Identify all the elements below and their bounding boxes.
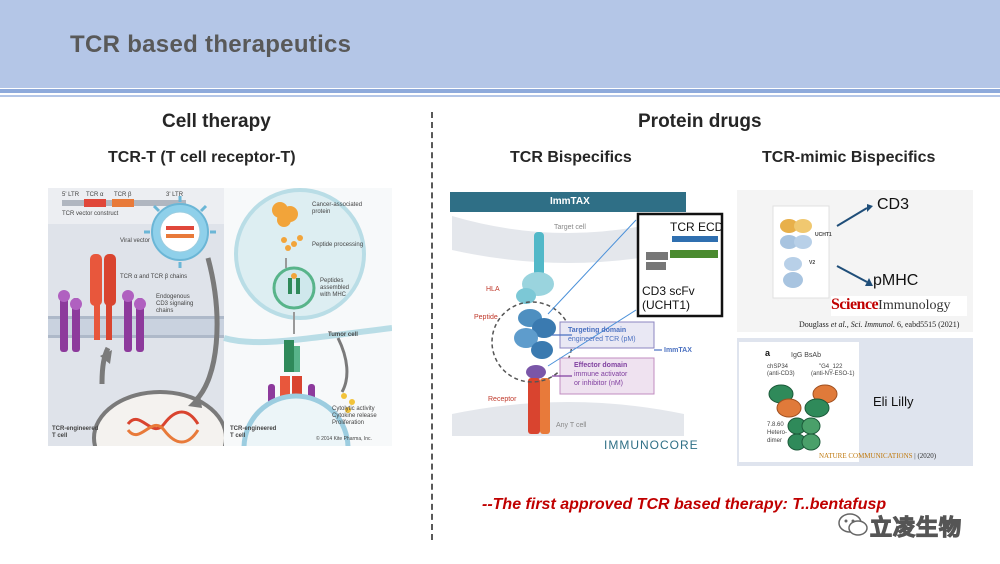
effector-domain-label-2: immune activator (574, 371, 628, 378)
vector-construct-label: TCR vector construct (62, 211, 119, 217)
header-rule (0, 89, 1000, 93)
immtax-banner-label: ImmTAX (550, 196, 590, 207)
cd3-label-3: chains (156, 308, 174, 314)
immtax-illustration (450, 192, 724, 436)
section-divider (431, 112, 433, 540)
tumor-cell-label: Tumor cell (328, 332, 358, 338)
wechat-icon (838, 513, 868, 536)
nature-journal: NATURE COMMUNICATIONS (819, 452, 913, 460)
targeting-domain-label-1: Targeting domain (568, 327, 627, 334)
cd3-target-label: CD3 (877, 196, 910, 213)
slide-title: TCR based therapeutics (70, 31, 352, 58)
copyright-label: © 2014 Kite Pharma, Inc. (316, 436, 372, 442)
watermark-text: 立凌生物 (869, 514, 963, 540)
processing-label: Peptide processing (312, 242, 364, 248)
engineered-t-cell-label-4: T cell (230, 433, 246, 439)
tcr-t-illustration (48, 188, 392, 446)
antigen-label-1: Cancer-associated (312, 202, 363, 208)
assembled-label-1: Peptides (320, 278, 344, 284)
tcr-mimic-illustration-1 (772, 204, 873, 299)
peptide-label: Peptide (474, 314, 498, 321)
activity-label-3: Proliferation (332, 420, 365, 426)
citation-italic: et al., Sci. Immunol. (830, 320, 895, 329)
science-logo-word: Science (831, 296, 879, 313)
inset-cd3-scfv-label-2: (UCHT1) (642, 298, 690, 312)
cd3-label-1: Endogenous (156, 294, 190, 300)
receptor-label: Receptor (488, 396, 517, 403)
g4-122-label-2: (anti-NY-ESO-1) (811, 371, 855, 377)
effector-domain-label-3: or inhibitor (nM) (574, 380, 624, 387)
panel-letter-a: a (765, 348, 771, 358)
activity-label-1: Cytolytic activity (332, 406, 375, 412)
nature-year: | (2020) (912, 452, 937, 460)
chsp34-label-1: chSP34 (767, 364, 789, 370)
header-rule-thin (0, 95, 1000, 97)
activity-label-2: Cytokine release (332, 413, 377, 419)
effector-domain-label-1: Effector domain (574, 362, 628, 369)
v2-label: V2 (809, 260, 816, 266)
immunocore-brand: IMMUNOCORE (604, 438, 699, 452)
first-approved-therapy-note: --The first approved TCR based therapy: … (482, 496, 887, 513)
immtax-side-label: ImmTAX (664, 347, 692, 354)
targeting-domain-label-2: engineered TCR (pM) (568, 336, 636, 343)
engineered-t-cell-label-3: TCR-engineered (230, 426, 277, 432)
any-t-cell-label: Any T cell (556, 422, 587, 429)
assembled-label-2: assembled (320, 285, 350, 291)
tcr-mimic-figure-1: CD3 pMHC UCHT1 V2 ScienceImmunology Doug… (737, 190, 973, 332)
slide-header: TCR based therapeutics (0, 0, 1000, 88)
citation-lead: Douglass (799, 320, 831, 329)
antigen-label-2: protein (312, 209, 331, 215)
tcr-a-label: TCR α (86, 192, 104, 198)
ucht1-label: UCHT1 (815, 232, 832, 238)
company-watermark: 立凌生物 (838, 508, 968, 542)
chsp34-label-2: (anti-CD3) (767, 371, 795, 377)
hla-label: HLA (486, 286, 500, 293)
g4-122-label-1: "G4_122 (819, 364, 843, 370)
igg-bsab-label: IgG BsAb (791, 352, 821, 359)
viral-vector-label: Viral vector (120, 238, 150, 244)
engineered-t-cell-label-2: T cell (52, 433, 68, 439)
tcr-t-figure: TCR vector construct 5' LTR TCR α TCR β … (48, 188, 392, 446)
cell-therapy-heading: Cell therapy (162, 111, 271, 132)
engineered-t-cell-label-1: TCR-engineered (52, 426, 99, 432)
immunology-logo-word: Immunology (878, 298, 951, 313)
tcr-bispecifics-subheading: TCR Bispecifics (510, 149, 632, 166)
cd3-label-2: CD3 signaling (156, 301, 194, 307)
heterodimer-label-3: dimer (767, 438, 783, 444)
eli-lilly-label: Eli Lilly (873, 394, 914, 409)
citation-tail: 6, eabd5515 (2021) (895, 320, 960, 329)
ltr-right-label: 3' LTR (166, 192, 184, 198)
protein-drugs-heading: Protein drugs (638, 111, 762, 132)
chains-label: TCR α and TCR β chains (120, 274, 188, 280)
tcr-mimic-illustration-2 (739, 342, 859, 462)
tcr-t-subheading: TCR-T (T cell receptor-T) (108, 149, 296, 166)
pmhc-target-label: pMHC (873, 272, 919, 289)
assembled-label-3: with MHC (320, 292, 347, 298)
immtax-figure: ImmTAX Target cell HLA Peptide Receptor … (448, 190, 732, 456)
inset-tcr-ecd-label: TCR ECD (670, 220, 724, 234)
douglass-citation: Douglass et al., Sci. Immunol. 6, eabd55… (799, 320, 959, 330)
heterodimer-label-1: 7.8.60 (767, 422, 784, 428)
inset-cd3-scfv-label-1: CD3 scFv (642, 284, 695, 298)
tcr-mimic-figure-2: a IgG BsAb chSP34 (anti-CD3) "G4_122 (an… (737, 338, 973, 466)
nature-communications-citation: NATURE COMMUNICATIONS | (2020) (819, 452, 936, 461)
ltr-left-label: 5' LTR (62, 192, 80, 198)
tcr-mimic-subheading: TCR-mimic Bispecifics (762, 149, 936, 166)
target-cell-label: Target cell (554, 224, 586, 231)
heterodimer-label-2: Hetero- (767, 430, 788, 436)
tcr-b-label: TCR β (114, 192, 132, 198)
science-immunology-logo: ScienceImmunology (831, 296, 967, 316)
